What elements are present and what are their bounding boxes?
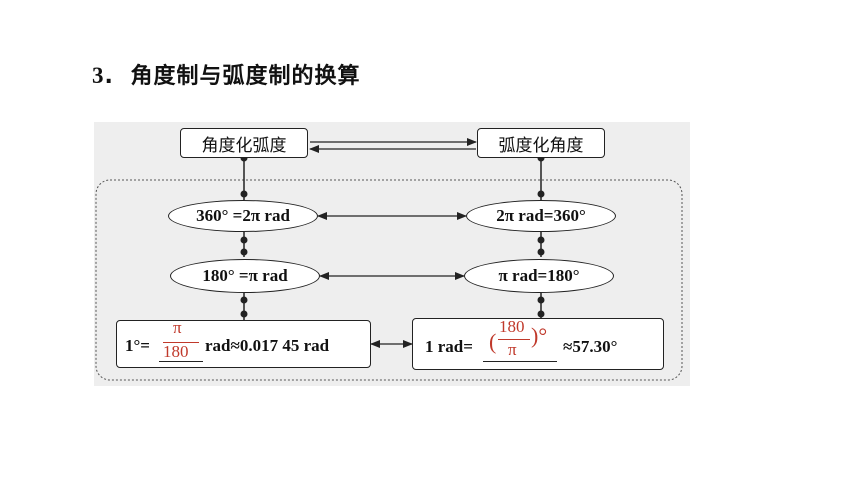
heading-separator: . [104,64,114,89]
one-degree-prefix: 1°= [125,336,150,355]
one-radian-answer-denominator: π [508,340,517,359]
deg-to-rad-box: 角度化弧度 [180,128,308,158]
ellipse-360-to-rad: 360° =2π rad [168,200,318,232]
one-radian-formula-box: 1 rad= ( 180 π )° ≈57.30° [412,317,664,370]
one-radian-answer-blank [483,361,557,362]
one-radian-suffix: ≈57.30° [563,337,618,356]
heading-title: 角度制与弧度制的换算 [130,64,361,89]
section-heading: 3. 角度制与弧度制的换算 [92,58,361,90]
dotted-border [95,179,683,381]
one-degree-formula-box: 1°= π 180 rad≈0.017 45 rad [116,318,371,368]
rad-to-deg-box: 弧度化角度 [477,128,605,158]
one-degree-suffix: rad≈0.017 45 rad [205,336,330,355]
heading-number: 3 [92,63,105,88]
top-double-arrow [309,138,477,153]
one-degree-answer-numerator: π [173,318,182,337]
one-radian-prefix: 1 rad= [425,337,473,356]
ellipse-pi-to-deg: π rad=180° [464,259,614,293]
one-degree-fraction-bar [163,342,199,343]
one-degree-answer-denominator: 180 [163,342,189,361]
one-radian-answer-open-paren: ( [489,329,497,354]
one-radian-answer-close-paren: )° [531,323,548,348]
ellipse-180-to-rad: 180° =π rad [170,259,320,293]
one-degree-answer-blank [159,361,203,362]
one-radian-answer-numerator: 180 [499,317,525,336]
ellipse-2pi-to-deg: 2π rad=360° [466,200,616,232]
one-radian-fraction-bar [498,339,530,340]
